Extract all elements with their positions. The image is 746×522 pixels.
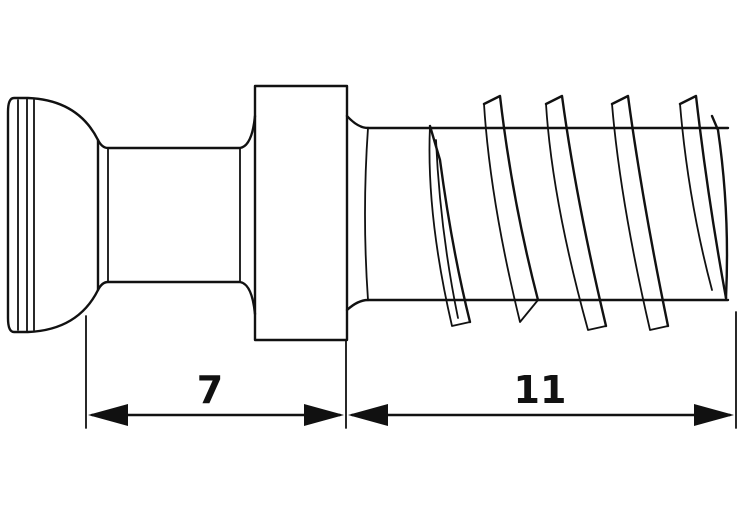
dimension-right: 11 bbox=[348, 368, 734, 426]
dimension-label-11: 11 bbox=[514, 368, 567, 412]
arrowhead-left-start bbox=[88, 404, 128, 426]
connector-neck bbox=[96, 114, 257, 316]
connector-head bbox=[6, 96, 100, 334]
connector-collar bbox=[253, 84, 370, 342]
dimension-label-7: 7 bbox=[197, 368, 223, 412]
dimension-left: 7 bbox=[88, 368, 344, 426]
arrowhead-right-end bbox=[694, 404, 734, 426]
threaded-shank bbox=[364, 94, 730, 331]
arrowhead-right-start bbox=[348, 404, 388, 426]
arrowhead-left-end bbox=[304, 404, 344, 426]
extension-lines bbox=[85, 311, 737, 429]
